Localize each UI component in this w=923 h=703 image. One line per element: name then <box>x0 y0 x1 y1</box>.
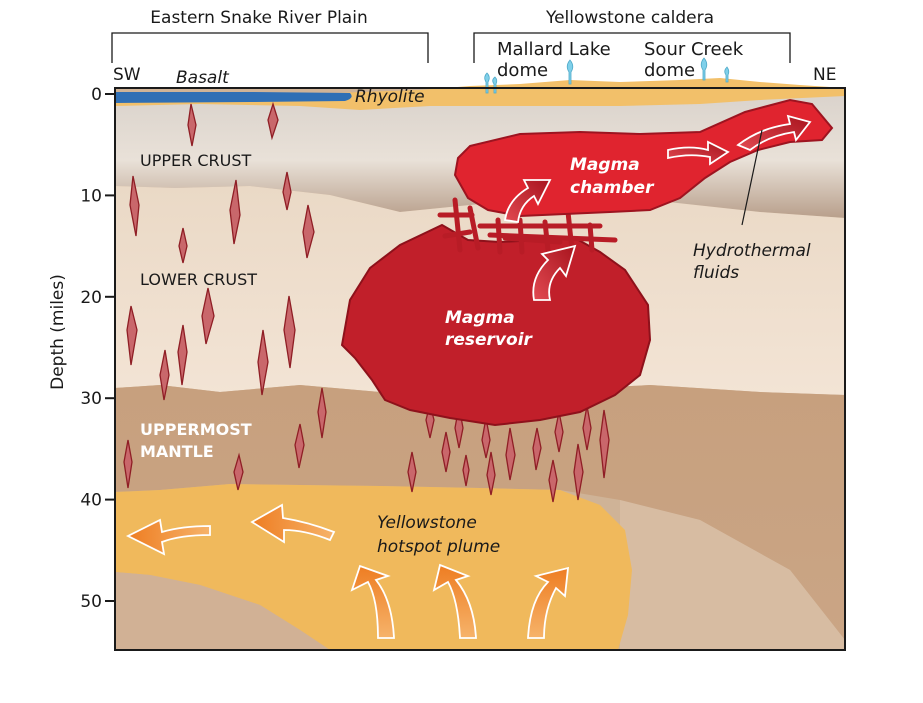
snake-river-plain-title: Eastern Snake River Plain <box>150 8 367 28</box>
plume-arrow <box>125 518 211 556</box>
dike <box>462 454 470 487</box>
uppermost-mantle-label-line2: MANTLE <box>140 442 214 461</box>
lower-crust-label: LOWER CRUST <box>140 270 257 289</box>
northeast-label: NE <box>813 65 836 85</box>
magma-flow-arrow <box>503 179 552 224</box>
dike <box>229 179 241 245</box>
plume-arrow <box>250 503 336 544</box>
deep-mantle-wedge <box>620 500 845 650</box>
magma-flow-arrow <box>532 244 577 301</box>
dike <box>317 387 327 439</box>
geyser-icon <box>724 66 730 83</box>
magma-veins <box>437 197 618 255</box>
southwest-label: SW <box>113 65 141 85</box>
rhyolite-label: Rhyolite <box>355 87 425 107</box>
lower-left-mantle <box>115 572 330 650</box>
depth-axis-ticks: 0 10 20 30 40 50 <box>80 85 115 612</box>
magma-chamber-label-line1: Magma <box>570 155 640 175</box>
yellowstone-caldera-title: Yellowstone caldera <box>545 8 714 28</box>
magma-flow-arrows <box>503 114 812 301</box>
hydrothermal-fluids-label-line2: fluids <box>693 263 739 283</box>
geyser-icon <box>700 57 708 81</box>
hotspot-plume-label-line1: Yellowstone <box>377 513 477 533</box>
dike <box>532 427 542 471</box>
dike <box>129 175 140 237</box>
geyser-icon <box>566 59 574 85</box>
dike <box>441 431 451 473</box>
plume-arrow <box>432 563 477 639</box>
plume-flow-arrows <box>125 503 570 639</box>
dike <box>282 171 292 211</box>
mallard-lake-dome-label-line2: dome <box>497 60 548 81</box>
dike <box>123 439 133 489</box>
magma-reservoir-label-line1: Magma <box>445 308 515 328</box>
dike <box>178 227 188 264</box>
hydrothermal-leader-line <box>741 129 763 226</box>
depth-axis-tick-label: 0 <box>91 85 102 105</box>
snake-river-bracket <box>111 32 429 63</box>
dike <box>407 451 417 493</box>
depth-axis: Depth (miles) 0 10 20 30 40 50 <box>48 85 115 612</box>
hotspot-plume-label-line2: hotspot plume <box>377 537 500 557</box>
basalt-label: Basalt <box>176 68 230 88</box>
uppermost-mantle-label-line1: UPPERMOST <box>140 420 252 439</box>
dike <box>159 349 170 401</box>
dike <box>257 329 269 396</box>
dike <box>481 417 491 459</box>
dike <box>505 427 516 481</box>
plume-arrow <box>527 566 570 639</box>
dike <box>126 305 138 366</box>
dike <box>294 423 305 469</box>
dikes <box>123 101 610 503</box>
dike <box>573 443 584 501</box>
depth-axis-tick-label: 30 <box>80 389 102 409</box>
depth-axis-tick-label: 50 <box>80 592 102 612</box>
basalt-layer <box>115 92 352 103</box>
magma-flow-arrow <box>736 114 812 152</box>
dike <box>599 409 610 479</box>
upper-crust-label: UPPER CRUST <box>140 151 251 170</box>
magma-reservoir-label-line2: reservoir <box>445 330 534 350</box>
depth-axis-tick-label: 10 <box>80 186 102 206</box>
magma-chamber-label-line2: chamber <box>570 178 655 198</box>
hotspot-plume <box>115 484 632 650</box>
dike <box>486 451 496 496</box>
dike <box>187 103 197 147</box>
dike <box>267 101 279 141</box>
depth-axis-tick-label: 40 <box>80 491 102 511</box>
depth-axis-title: Depth (miles) <box>48 274 68 390</box>
mallard-lake-dome-label-line1: Mallard Lake <box>497 39 611 60</box>
geyser-icons <box>484 57 730 94</box>
sour-creek-dome-label-line2: dome <box>644 60 695 81</box>
rhyolite-layer <box>115 78 845 110</box>
magma-flow-arrow <box>667 140 730 166</box>
magma-reservoir <box>340 197 652 427</box>
dike <box>302 204 315 259</box>
dike <box>233 452 244 491</box>
plume-arrow <box>350 564 395 639</box>
dike <box>283 295 296 369</box>
dike <box>582 405 592 451</box>
sour-creek-dome-label-line1: Sour Creek <box>644 39 744 60</box>
dike <box>554 411 564 453</box>
diagram-frame <box>114 87 846 651</box>
geyser-icon <box>484 72 490 94</box>
dike <box>201 287 215 345</box>
hydrothermal-fluids-label-line1: Hydrothermal <box>693 241 811 261</box>
magma-chamber <box>453 98 834 218</box>
region-brackets <box>111 32 791 63</box>
dike <box>548 459 558 503</box>
caldera-bracket <box>473 32 791 63</box>
depth-axis-tick-label: 20 <box>80 288 102 308</box>
dike <box>177 324 188 386</box>
